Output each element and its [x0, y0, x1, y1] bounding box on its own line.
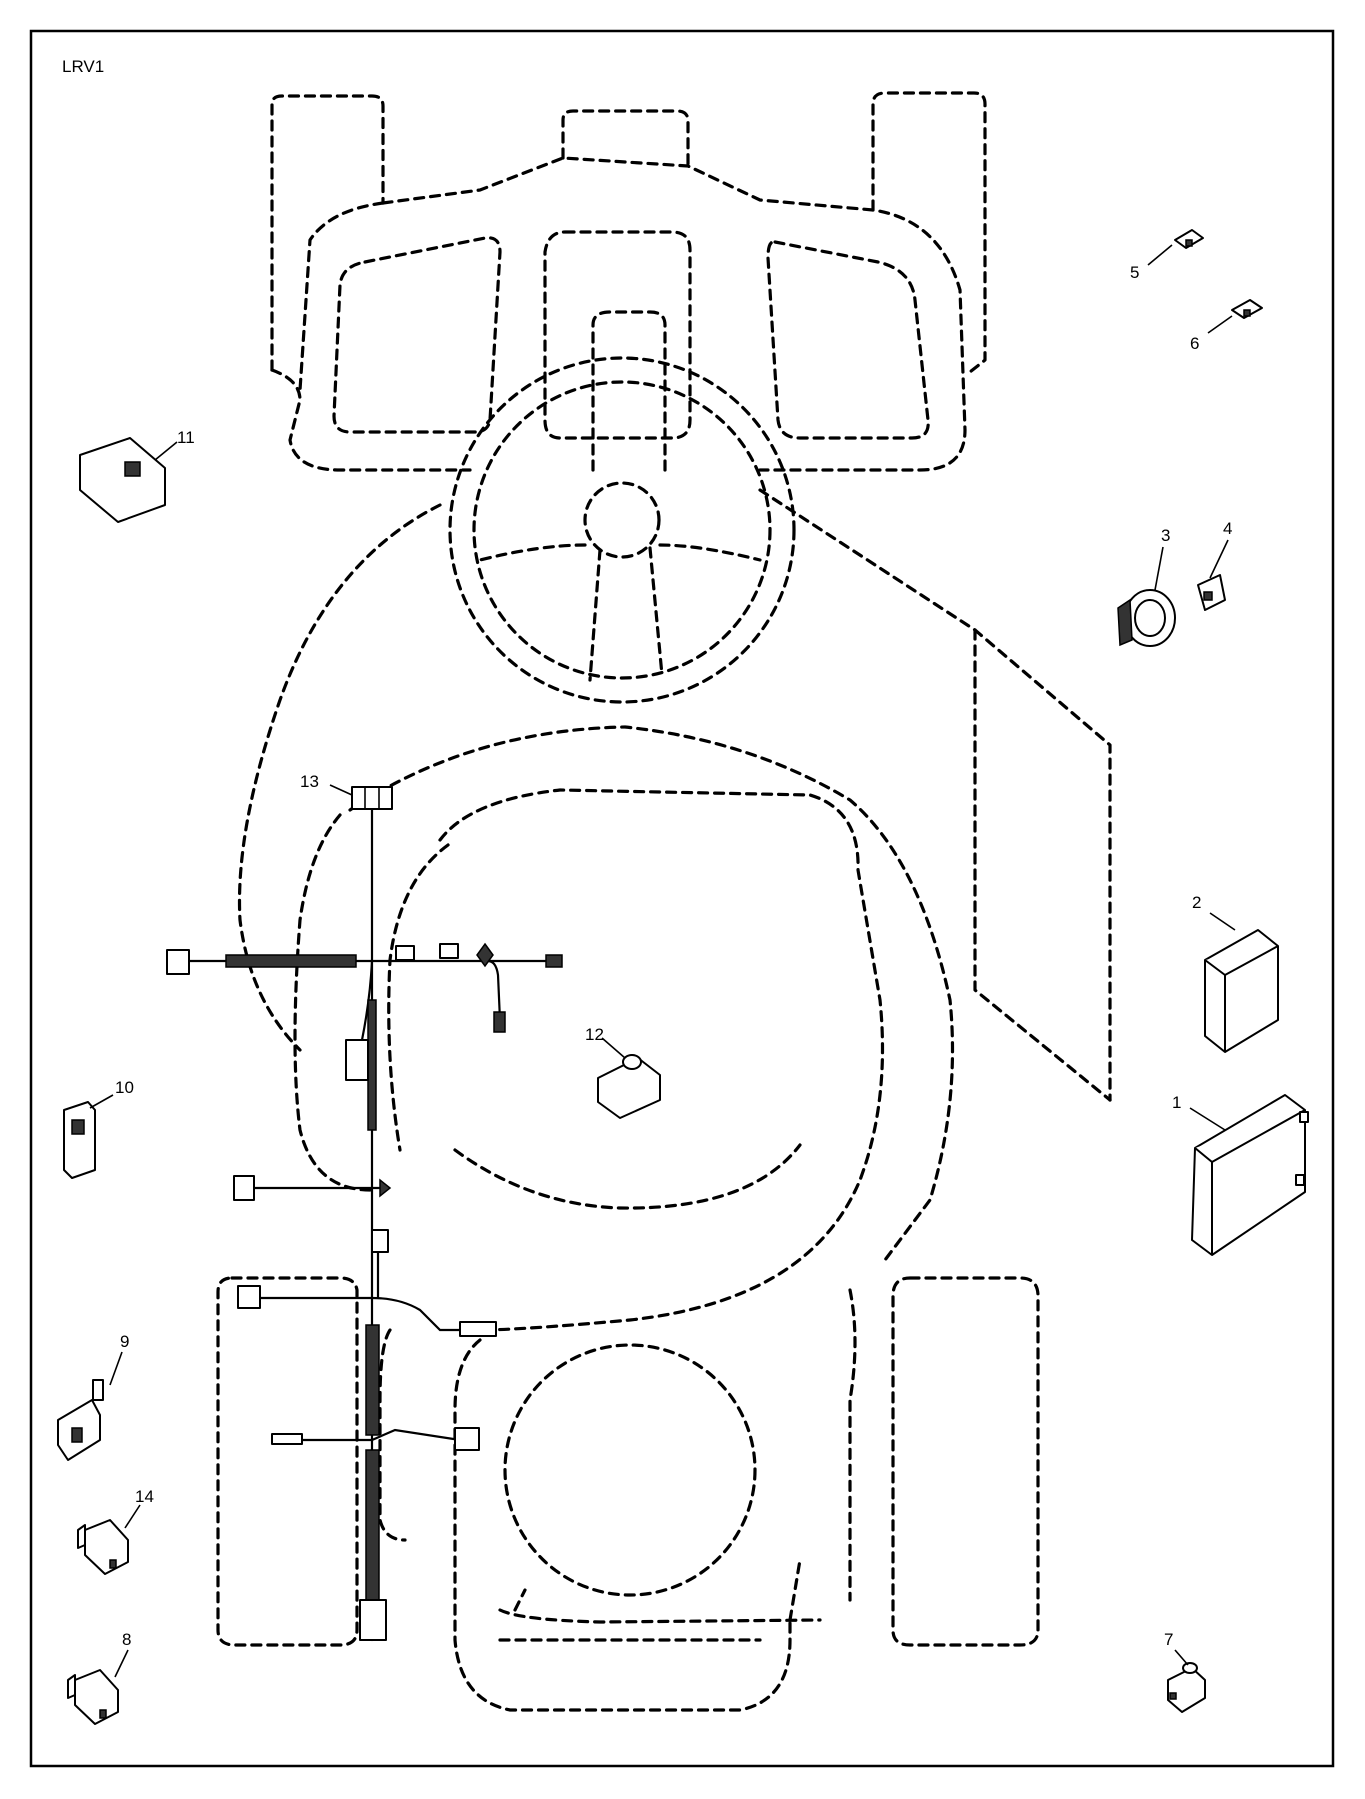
harness-connector-a [395, 945, 415, 961]
part-7-sensor [1167, 1662, 1206, 1713]
wiring-harness [166, 791, 563, 1642]
part-11-module [79, 437, 166, 523]
callout-1: 1 [1172, 1093, 1181, 1112]
callout-2: 2 [1192, 893, 1201, 912]
part-9-switch [57, 1379, 104, 1461]
part-6-fuse [1231, 299, 1263, 319]
callout-7: 7 [1164, 1630, 1173, 1649]
callout-12: 12 [585, 1025, 604, 1044]
harness-connector-low-right [459, 1321, 497, 1337]
callout-3: 3 [1161, 526, 1170, 545]
harness-connector-plug-b [371, 1229, 389, 1253]
callout-9: 9 [120, 1332, 129, 1351]
callout-leaders [89, 244, 1236, 1678]
part-14-relay [77, 1519, 129, 1575]
part-5-fuse [1174, 229, 1204, 249]
harness-bundle-vertical-b [365, 1449, 380, 1601]
mower-outline [216, 91, 1112, 1712]
harness-connector-b [439, 943, 459, 959]
harness-connector-left [166, 949, 190, 975]
harness-connector-low-left [237, 1285, 261, 1309]
callout-13: 13 [300, 772, 319, 791]
callout-14: 14 [135, 1487, 154, 1506]
callout-4: 4 [1223, 519, 1232, 538]
harness-connector-right [545, 954, 563, 968]
harness-bundle-mid [367, 999, 377, 1131]
callout-5: 5 [1130, 263, 1139, 282]
callout-10: 10 [115, 1078, 134, 1097]
part-13-connector [351, 786, 393, 810]
harness-connector-bottom-right [454, 1427, 480, 1451]
diagram-label: LRV1 [62, 57, 104, 76]
part-4-switch [1197, 574, 1226, 611]
callout-8: 8 [122, 1630, 131, 1649]
harness-bundle-vertical-a [365, 1324, 380, 1436]
part-10-switch [63, 1101, 96, 1179]
harness-connector-mid-tip [379, 1178, 392, 1198]
part-1-control-module [1191, 1094, 1309, 1256]
callout-11: 11 [177, 428, 195, 447]
harness-connector-bottom-left [271, 1433, 303, 1445]
callout-numbers: 1 2 3 4 5 6 7 8 9 10 11 12 13 14 [115, 263, 1232, 1649]
harness-bundle-top [225, 954, 357, 968]
harness-connector-end [359, 1599, 387, 1641]
harness-connector-plug [345, 1039, 369, 1081]
part-3-ignition-switch [1117, 589, 1176, 647]
part-12-switch [597, 1054, 661, 1119]
diagram-frame [29, 29, 1335, 1768]
part-8-relay [67, 1669, 119, 1725]
harness-connector-mid-left [233, 1175, 255, 1201]
part-2-box [1204, 929, 1279, 1053]
harness-connector-drop [493, 1011, 506, 1033]
callout-6: 6 [1190, 334, 1199, 353]
harness-connector-tip [476, 942, 494, 968]
